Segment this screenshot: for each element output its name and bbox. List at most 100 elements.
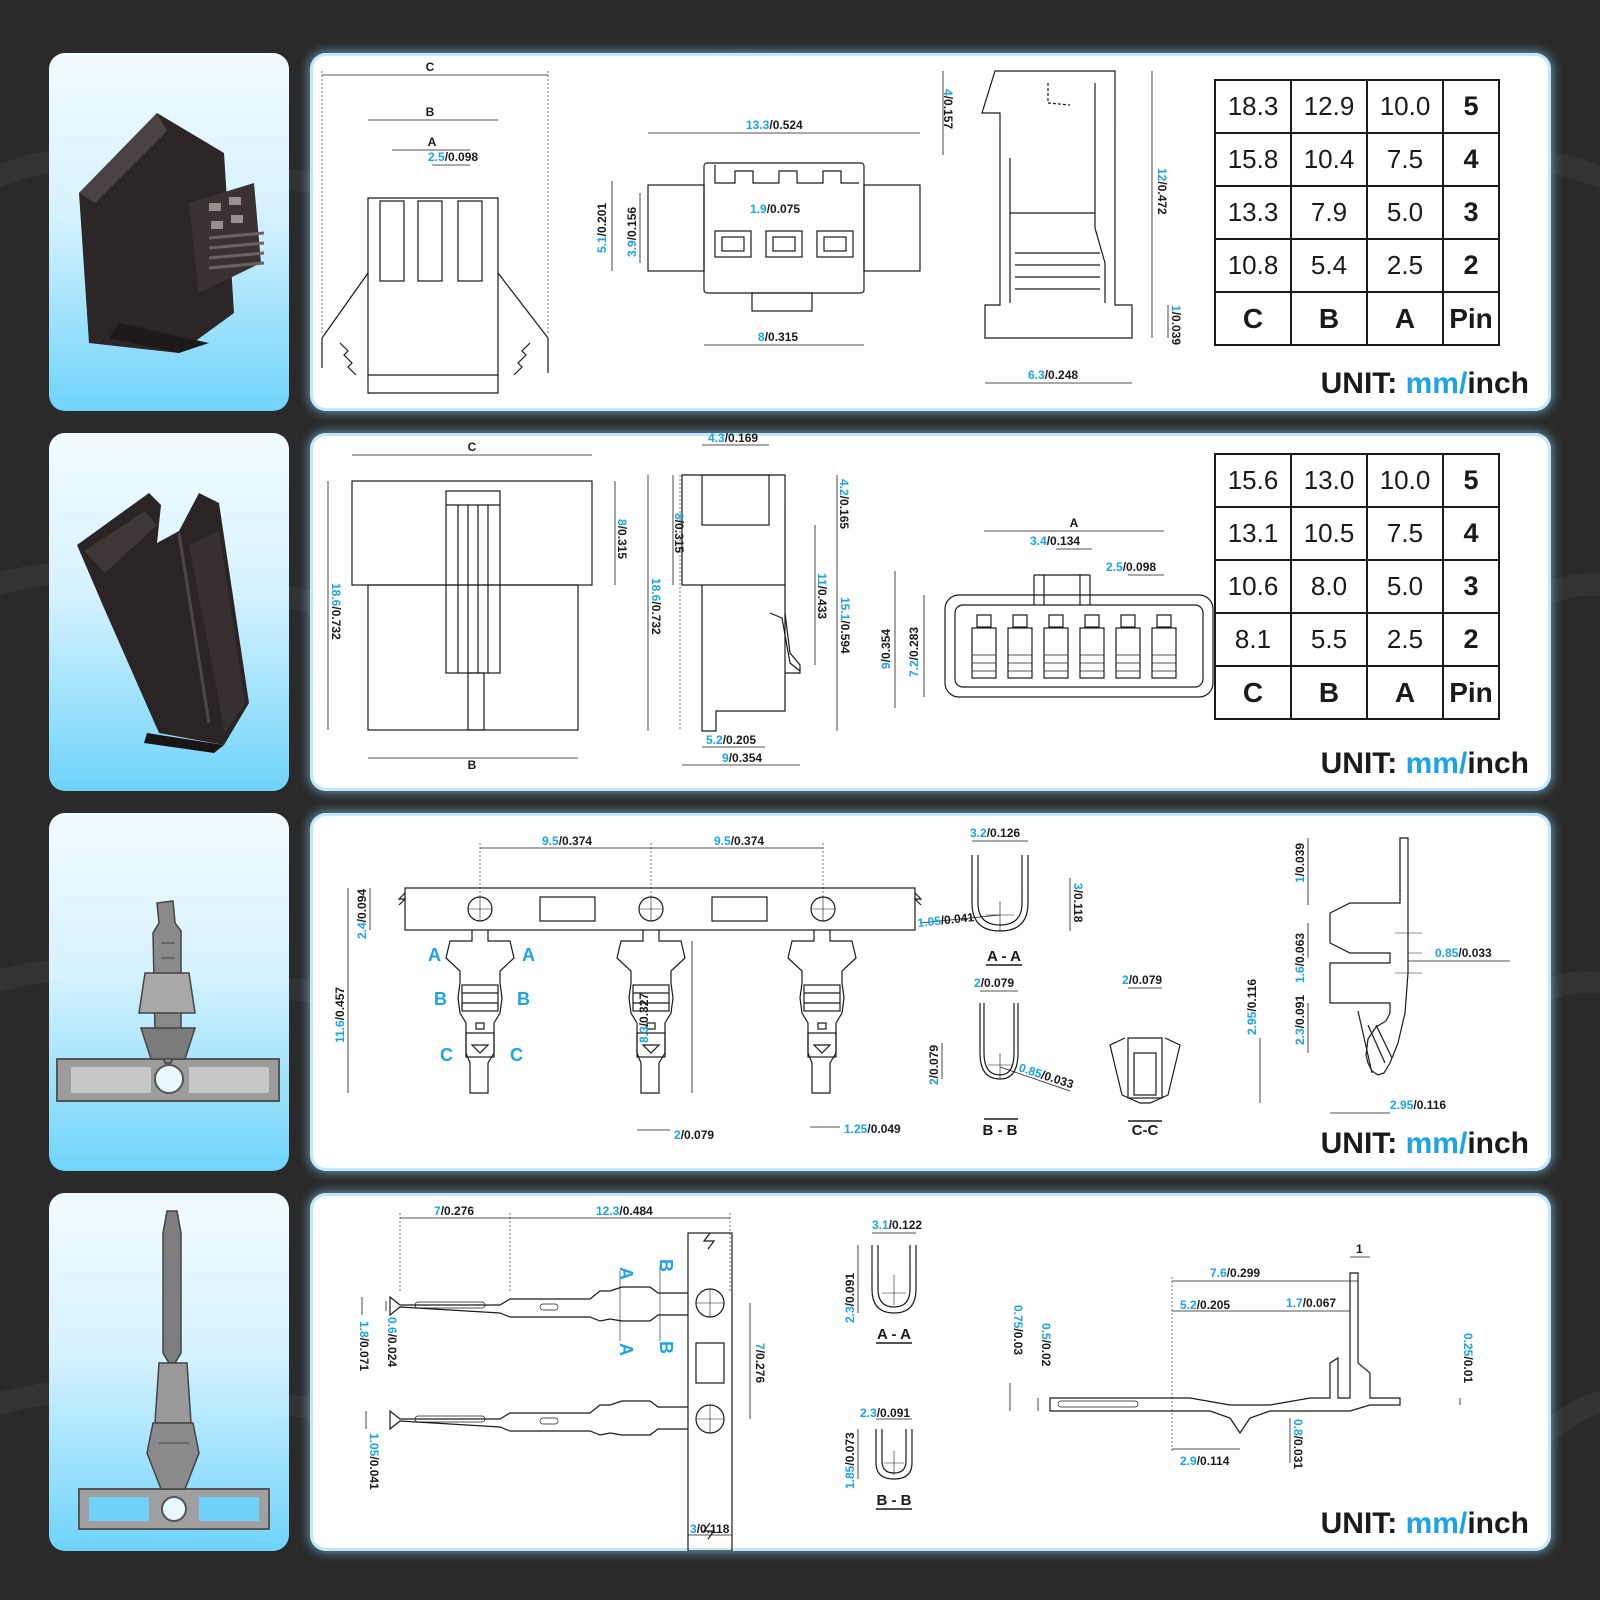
section-mark-b-top: B [656, 1259, 676, 1272]
t1-header-a: A [1366, 291, 1444, 346]
section-label-cc: C-C [1132, 1122, 1159, 1139]
row-housing-male: C B A 18.6/0.732 8/0.315 4.3/0.169 8/0.3… [49, 433, 1551, 791]
dim-r3-sv3: 2.3/0.091 [1293, 995, 1307, 1045]
dim-r3-aa-width: 3.2/0.126 [970, 826, 1020, 840]
dim-r1-b-label: B [426, 105, 435, 119]
photo-housing-male [49, 433, 289, 791]
dim-r4-strip: 3/0.118 [690, 1522, 730, 1536]
t2-header-b: B [1290, 665, 1368, 720]
dim-r4-aa-width: 3.1/0.122 [872, 1218, 922, 1232]
t2-header-c: C [1214, 665, 1292, 720]
dim-r3-aa-height: 3/0.118 [1071, 883, 1085, 923]
section-label-aa-male: A - A [877, 1326, 911, 1343]
dim-r3-w1: 2/0.079 [674, 1128, 714, 1142]
section-mark-b-bottom: B [656, 1341, 676, 1354]
t1-pin: 2 [1442, 238, 1500, 293]
panel-dimensions-3: A A B B C C 9.5/0.374 9.5/0.374 2.4/0.09… [310, 813, 1551, 1171]
row-housing-female: C B A 2.5/0.098 13.3/0.524 5.1/0.201 3.9… [49, 53, 1551, 411]
t2-cell: 13.1 [1214, 506, 1292, 561]
dim-r1-pitch: 2.5/0.098 [428, 150, 478, 164]
dim-r3-sv1: 1/0.039 [1293, 843, 1307, 883]
section-mark-c-left: C [440, 1045, 453, 1065]
panel-dimensions-1: C B A 2.5/0.098 13.3/0.524 5.1/0.201 3.9… [310, 53, 1551, 411]
section-label-bb-male: B - B [877, 1492, 912, 1509]
t1-pin: 5 [1442, 79, 1500, 134]
t2-pin: 3 [1442, 559, 1500, 614]
panel-dimensions-4: A A B B 7/0.276 12.3/0.484 1.8/0.071 0.6… [310, 1193, 1551, 1551]
t1-cell: 10.0 [1366, 79, 1444, 134]
dim-r4-sv4: 0.75/0.03 [1011, 1305, 1025, 1355]
t1-cell: 5.4 [1290, 238, 1368, 293]
section-mark-c-right: C [510, 1045, 523, 1065]
section-mark-a-bottom: A [616, 1343, 636, 1356]
t2-pin: 2 [1442, 612, 1500, 667]
t1-pin: 3 [1442, 185, 1500, 240]
t1-cell: 5.0 [1366, 185, 1444, 240]
dim-r2-bw2: 9/0.354 [722, 751, 762, 765]
dim-r3-sv5: 2.95/0.116 [1390, 1098, 1446, 1112]
dim-r2-b-label: B [468, 758, 477, 772]
t2-header-pin: Pin [1442, 665, 1500, 720]
dim-r1-h2: 3.9/0.156 [625, 207, 639, 257]
t2-cell: 7.5 [1366, 506, 1444, 561]
dim-r3-cc-height: 2.95/0.116 [1245, 979, 1259, 1035]
dim-r1-depth: 6.3/0.248 [1028, 368, 1078, 382]
t2-pin: 5 [1442, 453, 1500, 508]
dim-r4-sv7: 2.9/0.114 [1180, 1454, 1230, 1468]
dim-r1-height: 12/0.472 [1155, 168, 1169, 215]
t2-cell: 8.0 [1290, 559, 1368, 614]
dim-r2-gap: 2.5/0.098 [1106, 560, 1156, 574]
dim-r1-h1: 5.1/0.201 [595, 203, 609, 253]
row-terminal-male: A A B B 7/0.276 12.3/0.484 1.8/0.071 0.6… [49, 1193, 1551, 1551]
dim-r1-bottom-width: 8/0.315 [758, 330, 798, 344]
t2-cell: 8.1 [1214, 612, 1292, 667]
t1-cell: 10.4 [1290, 132, 1368, 187]
dim-r1-top: 4/0.157 [941, 89, 955, 129]
section-label-aa: A - A [987, 948, 1021, 965]
dim-r2-fh1: 9/0.354 [879, 629, 893, 669]
dim-r3-cc-width: 2/0.079 [1122, 973, 1162, 987]
dim-r2-total-height: 18.6/0.732 [329, 583, 343, 640]
dim-r4-pitch: 7/0.276 [753, 1343, 767, 1383]
dim-r3-bb-radius: 0.85/0.033 [1017, 1061, 1076, 1092]
dim-r1-gap: 1.9/0.075 [750, 202, 800, 216]
dim-r2-lock-height-side: 8/0.315 [672, 513, 686, 553]
dim-r4-sv-top: 1 [1356, 1242, 1363, 1256]
dim-r4-sv6: 0.25/0.01 [1461, 1333, 1475, 1383]
t1-cell: 12.9 [1290, 79, 1368, 134]
dim-r3-w2: 1.25/0.049 [844, 1122, 901, 1136]
dim-r1-base: 1/0.039 [1169, 305, 1183, 345]
dim-r2-a-label: A [1070, 516, 1079, 530]
dim-r2-s2: 11/0.433 [815, 573, 829, 619]
dim-r4-sv2: 5.2/0.205 [1180, 1298, 1230, 1312]
dim-r3-h1: 2.4/0.094 [355, 889, 369, 939]
t2-cell: 10.5 [1290, 506, 1368, 561]
dim-r2-total-height-side: 18.6/0.732 [649, 578, 663, 635]
unit-label-3: UNIT: mm/inch [1320, 1127, 1529, 1160]
dim-r2-bw1: 5.2/0.205 [706, 733, 756, 747]
dim-r4-sv3: 1.7/0.067 [1286, 1296, 1336, 1310]
dim-r4-bb-width: 2.3/0.091 [860, 1406, 910, 1420]
t1-cell: 15.8 [1214, 132, 1292, 187]
dim-r3-pitch1: 9.5/0.374 [542, 834, 592, 848]
t2-cell: 5.5 [1290, 612, 1368, 667]
photo-terminal-male [49, 1193, 289, 1551]
row-terminal-female: A A B B C C 9.5/0.374 9.5/0.374 2.4/0.09… [49, 813, 1551, 1171]
dim-r2-s3: 15.1/0.594 [838, 597, 852, 654]
photo-terminal-female [49, 813, 289, 1171]
dim-r3-aa-radius: 1.05/0.041 [917, 910, 975, 930]
photo-housing-female [49, 53, 289, 411]
dim-r4-bb-height: 1.85/0.073 [843, 1432, 857, 1489]
dim-r3-sv4: 0.85/0.033 [1435, 946, 1492, 960]
t1-header-b: B [1290, 291, 1368, 346]
t1-pin: 4 [1442, 132, 1500, 187]
t1-cell: 13.3 [1214, 185, 1292, 240]
section-mark-b-left: B [434, 989, 447, 1009]
t2-cell: 2.5 [1366, 612, 1444, 667]
unit-label-1: UNIT: mm/inch [1320, 367, 1529, 400]
t1-header-c: C [1214, 291, 1292, 346]
dim-r4-d3: 1.05/0.041 [367, 1433, 381, 1490]
unit-label-4: UNIT: mm/inch [1320, 1507, 1529, 1540]
dim-r3-bb-height: 2/0.079 [927, 1045, 941, 1085]
